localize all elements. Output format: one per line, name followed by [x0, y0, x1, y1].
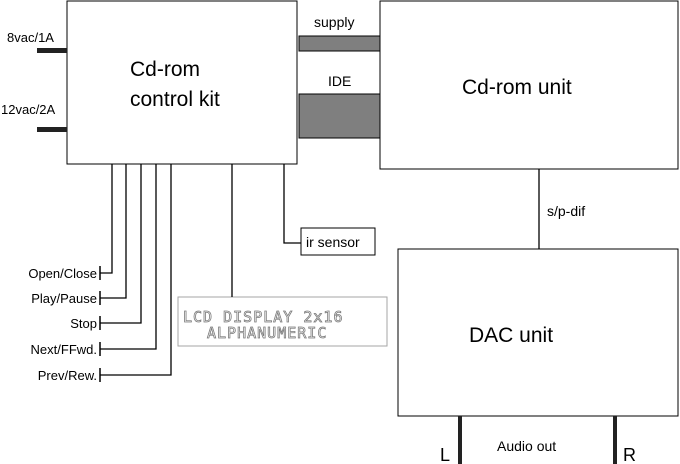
supply-bus [298, 35, 381, 52]
button-wire-stop [100, 164, 142, 324]
control-kit-box [66, 0, 298, 165]
dac-unit-title: DAC unit [469, 324, 553, 347]
button-wire-play-pause [100, 164, 127, 299]
power-connector-8vac [37, 48, 67, 53]
button-label-play-pause: Play/Pause [31, 291, 97, 306]
button-label-prev: Prev/Rew. [38, 368, 97, 383]
control-kit-title-line1: Cd-rom [130, 58, 200, 81]
cdrom-unit-title: Cd-rom unit [462, 76, 572, 99]
ir-sensor-wire [283, 164, 301, 244]
dac-unit-box [397, 248, 679, 417]
lcd-display-line1: LCD DISPLAY 2x16 [183, 308, 344, 326]
button-label-open-close: Open/Close [28, 266, 97, 281]
audio-left-label: L [440, 445, 450, 464]
spdif-label: s/p-dif [547, 203, 585, 219]
ir-sensor-label: ir sensor [306, 234, 360, 250]
power-connector-12vac [37, 127, 67, 132]
power-label-8vac: 8vac/1A [7, 30, 54, 45]
lcd-display-line2: ALPHANUMERIC [207, 324, 327, 342]
button-wire-open-close [100, 164, 113, 274]
lcd-display-box [177, 296, 388, 347]
audio-out-left-connector [458, 416, 462, 464]
control-kit-title-line2: control kit [130, 88, 220, 111]
ir-sensor-box [300, 227, 376, 256]
ide-bus [298, 93, 381, 139]
audio-out-label: Audio out [497, 438, 556, 454]
button-label-next: Next/FFwd. [31, 342, 97, 357]
audio-right-label: R [623, 445, 636, 464]
button-wire-prev [100, 164, 172, 376]
button-label-stop: Stop [70, 316, 97, 331]
cdrom-unit-box [379, 0, 679, 170]
power-label-12vac: 12vac/2A [1, 102, 56, 117]
ide-label: IDE [328, 73, 351, 89]
supply-label: supply [314, 14, 354, 30]
audio-out-right-connector [613, 416, 617, 464]
button-wire-next [100, 164, 157, 350]
